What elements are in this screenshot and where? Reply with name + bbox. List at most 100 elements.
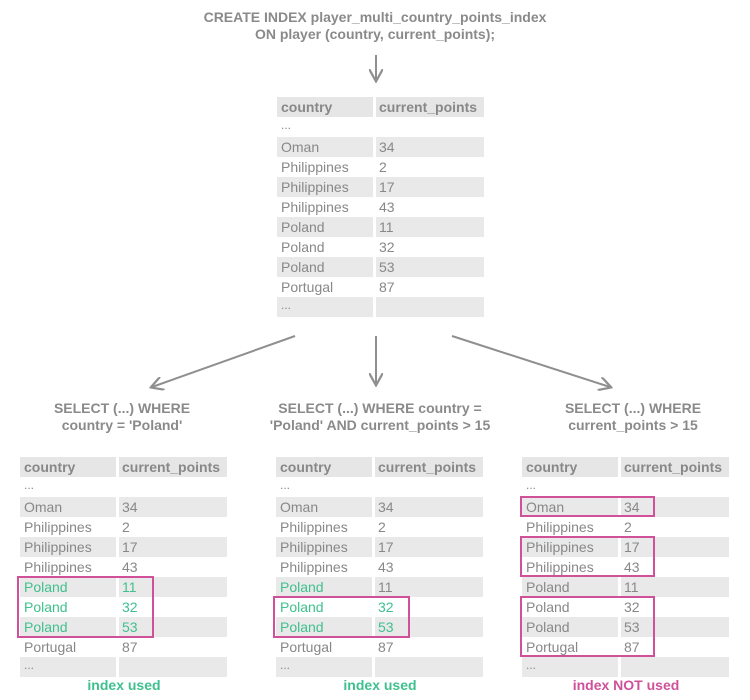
header-current-points: current_points [376, 97, 484, 117]
query-line-2: 'Poland' AND current_points > 15 [269, 417, 491, 433]
table-row-ellipsis-bottom: ... [277, 297, 485, 317]
cell-points: 53 [119, 617, 227, 637]
table-row: Philippines 2 [276, 517, 484, 537]
cell-points: 32 [122, 599, 138, 615]
create-index-line-1: CREATE INDEX player_multi_country_points… [203, 9, 547, 25]
cell-points: 43 [624, 559, 640, 575]
cell-points: 34 [375, 497, 483, 517]
cell-points: 17 [621, 537, 729, 557]
cell-country: Poland [276, 577, 372, 597]
cell-country: Poland [522, 617, 618, 637]
cell-points: 53 [376, 257, 484, 277]
arrow-left [152, 335, 296, 387]
cell-points: 32 [378, 599, 394, 615]
create-index-statement: CREATE INDEX player_multi_country_points… [100, 9, 650, 43]
cell-country: Poland [281, 239, 325, 255]
ellipsis: ... [20, 657, 116, 677]
table-row-ellipsis-bottom: ... [20, 657, 228, 677]
cell-country: Poland [20, 617, 116, 637]
ellipsis: ... [276, 657, 372, 677]
cell-points: 43 [378, 559, 394, 575]
cell-country: Philippines [276, 537, 372, 557]
table-row-ellipsis-top: ... [276, 477, 484, 497]
table-row-ellipsis-top: ... [277, 117, 485, 137]
cell-country: Portugal [24, 639, 77, 655]
create-index-line-2: ON player (country, current_points); [254, 26, 496, 42]
table-row-ellipsis-top: ... [522, 477, 730, 497]
cell-points: 11 [375, 577, 483, 597]
cell-country: Poland [522, 577, 618, 597]
cell-country: Oman [276, 497, 372, 517]
cell-points: 34 [376, 137, 484, 157]
cell-country: Philippines [281, 199, 349, 215]
cell-points: 17 [376, 177, 484, 197]
table-row: Portugal 87 [20, 637, 228, 657]
cell-country: Philippines [526, 559, 594, 575]
cell-points: 32 [624, 599, 640, 615]
result-label-query-1: index used [87, 677, 161, 693]
table-row-ellipsis-top: ... [20, 477, 228, 497]
cell-country: Philippines [20, 537, 116, 557]
header-current-points: current_points [119, 457, 227, 477]
cell-country: Oman [277, 137, 373, 157]
table-row: Portugal 87 [522, 637, 730, 657]
header-country: country [276, 457, 372, 477]
query-line-2: country = 'Poland' [61, 417, 183, 433]
cell-points: 87 [122, 639, 138, 655]
cell-country: Poland [277, 217, 373, 237]
table-row: Poland 32 [277, 237, 485, 257]
table-row: Philippines 2 [277, 157, 485, 177]
cell-country: Portugal [280, 639, 333, 655]
cell-points: 32 [379, 239, 395, 255]
query-country-and-points: SELECT (...) WHERE country = 'Poland' AN… [255, 400, 505, 434]
cell-points: 53 [375, 617, 483, 637]
table-row: Poland 32 [522, 597, 730, 617]
cell-country: Philippines [281, 159, 349, 175]
table-row-ellipsis-bottom: ... [276, 657, 484, 677]
cell-country: Philippines [526, 519, 594, 535]
cell-points: 34 [119, 497, 227, 517]
ellipsis: ... [281, 118, 292, 132]
cell-points: 43 [122, 559, 138, 575]
cell-country: Philippines [280, 519, 348, 535]
cell-points: 87 [624, 639, 640, 655]
result-label-query-2: index used [343, 677, 417, 693]
cell-country: Philippines [277, 177, 373, 197]
header-country: country [277, 97, 373, 117]
cell-points: 2 [379, 159, 387, 175]
header-country: country [522, 457, 618, 477]
cell-country: Oman [20, 497, 116, 517]
query-line-2: current_points > 15 [568, 417, 698, 433]
cell-country: Poland [526, 599, 570, 615]
result-label-query-3: index NOT used [572, 677, 680, 693]
ellipsis: ... [522, 657, 618, 677]
header-country: country [20, 457, 116, 477]
cell-country: Poland [277, 257, 373, 277]
arrow-right [451, 335, 610, 387]
query-line-1: SELECT (...) WHERE [53, 400, 191, 416]
cell-country: Portugal [526, 639, 579, 655]
cell-points: 2 [378, 519, 386, 535]
